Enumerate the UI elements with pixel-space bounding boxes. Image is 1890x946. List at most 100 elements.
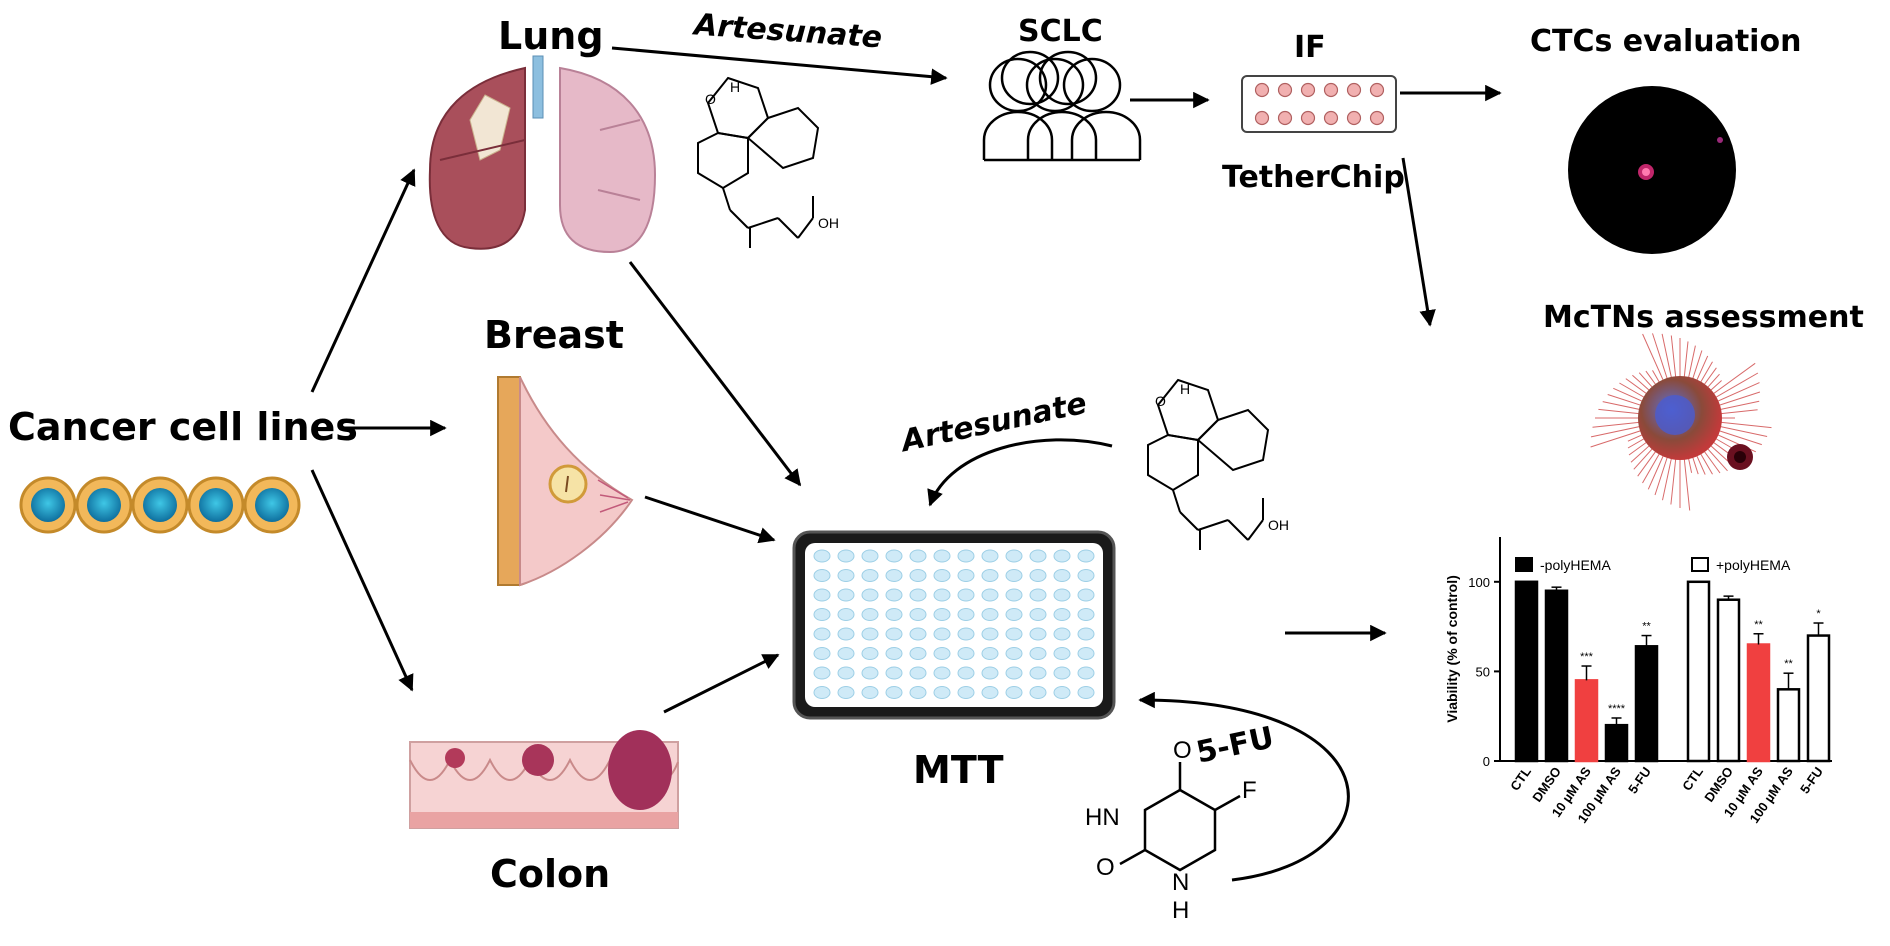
chart-bar xyxy=(1686,580,1711,763)
plate-well xyxy=(861,569,879,582)
plate-well xyxy=(861,549,879,563)
fu-o-top: O xyxy=(1173,737,1192,764)
plate-well xyxy=(1053,569,1071,582)
plate-well xyxy=(885,569,903,582)
plate-well xyxy=(981,627,999,641)
sclc-cluster-icon xyxy=(982,50,1142,162)
plate-well xyxy=(981,588,999,602)
chart-bar xyxy=(1604,723,1629,763)
fluorouracil-molecule: O F HN O N H xyxy=(1085,737,1257,924)
chip-well xyxy=(1254,82,1270,98)
chip-well xyxy=(1277,110,1293,126)
plate-well xyxy=(885,608,903,621)
chart-significance: **** xyxy=(1608,703,1626,715)
fu-h: H xyxy=(1172,897,1189,924)
legend-label: -polyHEMA xyxy=(1540,557,1611,573)
mtt-96-well-plate xyxy=(792,530,1116,720)
plate-well xyxy=(1029,666,1047,680)
plate-well xyxy=(837,588,855,602)
plate-well xyxy=(1077,627,1095,641)
plate-well xyxy=(837,666,855,680)
chip-well xyxy=(1300,110,1316,126)
plate-well xyxy=(1029,686,1047,699)
plate-well xyxy=(1053,608,1071,621)
chip-well xyxy=(1369,110,1385,126)
plate-well xyxy=(1029,627,1047,641)
chart-significance: *** xyxy=(1580,651,1594,663)
plate-well xyxy=(1077,569,1095,582)
plate-well xyxy=(885,627,903,641)
if-label: IF xyxy=(1294,30,1326,65)
plate-well xyxy=(981,549,999,563)
breast-illustration xyxy=(497,376,634,587)
legend-swatch xyxy=(1691,557,1709,572)
plate-well xyxy=(861,647,879,660)
chip-well xyxy=(1369,82,1385,98)
plate-well xyxy=(837,608,855,621)
chip-well xyxy=(1323,82,1339,98)
plate-well xyxy=(909,627,927,641)
plate-well xyxy=(813,666,831,680)
plate-well xyxy=(1005,549,1023,563)
plate-well xyxy=(981,608,999,621)
plate-well xyxy=(933,666,951,680)
plate-well xyxy=(1005,666,1023,680)
fu-f: F xyxy=(1242,777,1257,804)
mctns-microscopy-image xyxy=(1590,333,1772,511)
plate-well xyxy=(957,569,975,582)
plate-well xyxy=(1053,647,1071,660)
chart-y-tick-label: 100 xyxy=(1468,575,1490,590)
chart-bar xyxy=(1514,580,1539,763)
plate-well xyxy=(861,627,879,641)
fu-o-bottom: O xyxy=(1096,854,1115,881)
plate-well xyxy=(1053,588,1071,602)
plate-well xyxy=(1077,549,1095,563)
plate-well xyxy=(957,666,975,680)
plate-well xyxy=(1005,569,1023,582)
artesunate-molecule-top: O H OH xyxy=(697,76,839,248)
cell-nucleus xyxy=(31,488,65,522)
chart-bar xyxy=(1746,643,1771,763)
chip-well xyxy=(1323,110,1339,126)
chip-well xyxy=(1346,110,1362,126)
chart-y-tick-label: 0 xyxy=(1483,754,1490,769)
legend-swatch xyxy=(1515,557,1533,572)
plate-well xyxy=(885,686,903,699)
plate-well xyxy=(1029,608,1047,621)
plate-well xyxy=(933,627,951,641)
plate-well xyxy=(885,666,903,680)
chart-significance: ** xyxy=(1754,619,1763,631)
chart-bar xyxy=(1544,589,1569,763)
plate-well xyxy=(813,549,831,563)
plate-well xyxy=(885,549,903,563)
plate-well xyxy=(933,549,951,563)
plate-well xyxy=(909,569,927,582)
tetherchip-label: TetherChip xyxy=(1222,160,1405,195)
plate-well xyxy=(957,549,975,563)
mol-mid-oh: OH xyxy=(1268,517,1289,533)
plate-well xyxy=(861,608,879,621)
plate-well xyxy=(981,686,999,699)
plate-well xyxy=(1005,627,1023,641)
plate-well xyxy=(837,569,855,582)
plate-well xyxy=(909,686,927,699)
mol-top-h: H xyxy=(730,79,740,95)
sclc-label: SCLC xyxy=(1018,14,1103,49)
plate-well xyxy=(909,549,927,563)
plate-well xyxy=(957,608,975,621)
plate-well xyxy=(933,686,951,699)
plate-well xyxy=(909,647,927,660)
plate-well xyxy=(981,647,999,660)
plate-well xyxy=(1077,666,1095,680)
plate-well xyxy=(1005,686,1023,699)
plate-well xyxy=(813,627,831,641)
plate-well xyxy=(1053,627,1071,641)
fu-hn: HN xyxy=(1085,804,1120,831)
arrow-lung-to-mtt xyxy=(628,261,802,487)
ctcs-evaluation-label: CTCs evaluation xyxy=(1530,24,1802,59)
mol-mid-h: H xyxy=(1180,381,1190,397)
plate-well xyxy=(1053,666,1071,680)
plate-well xyxy=(981,666,999,680)
